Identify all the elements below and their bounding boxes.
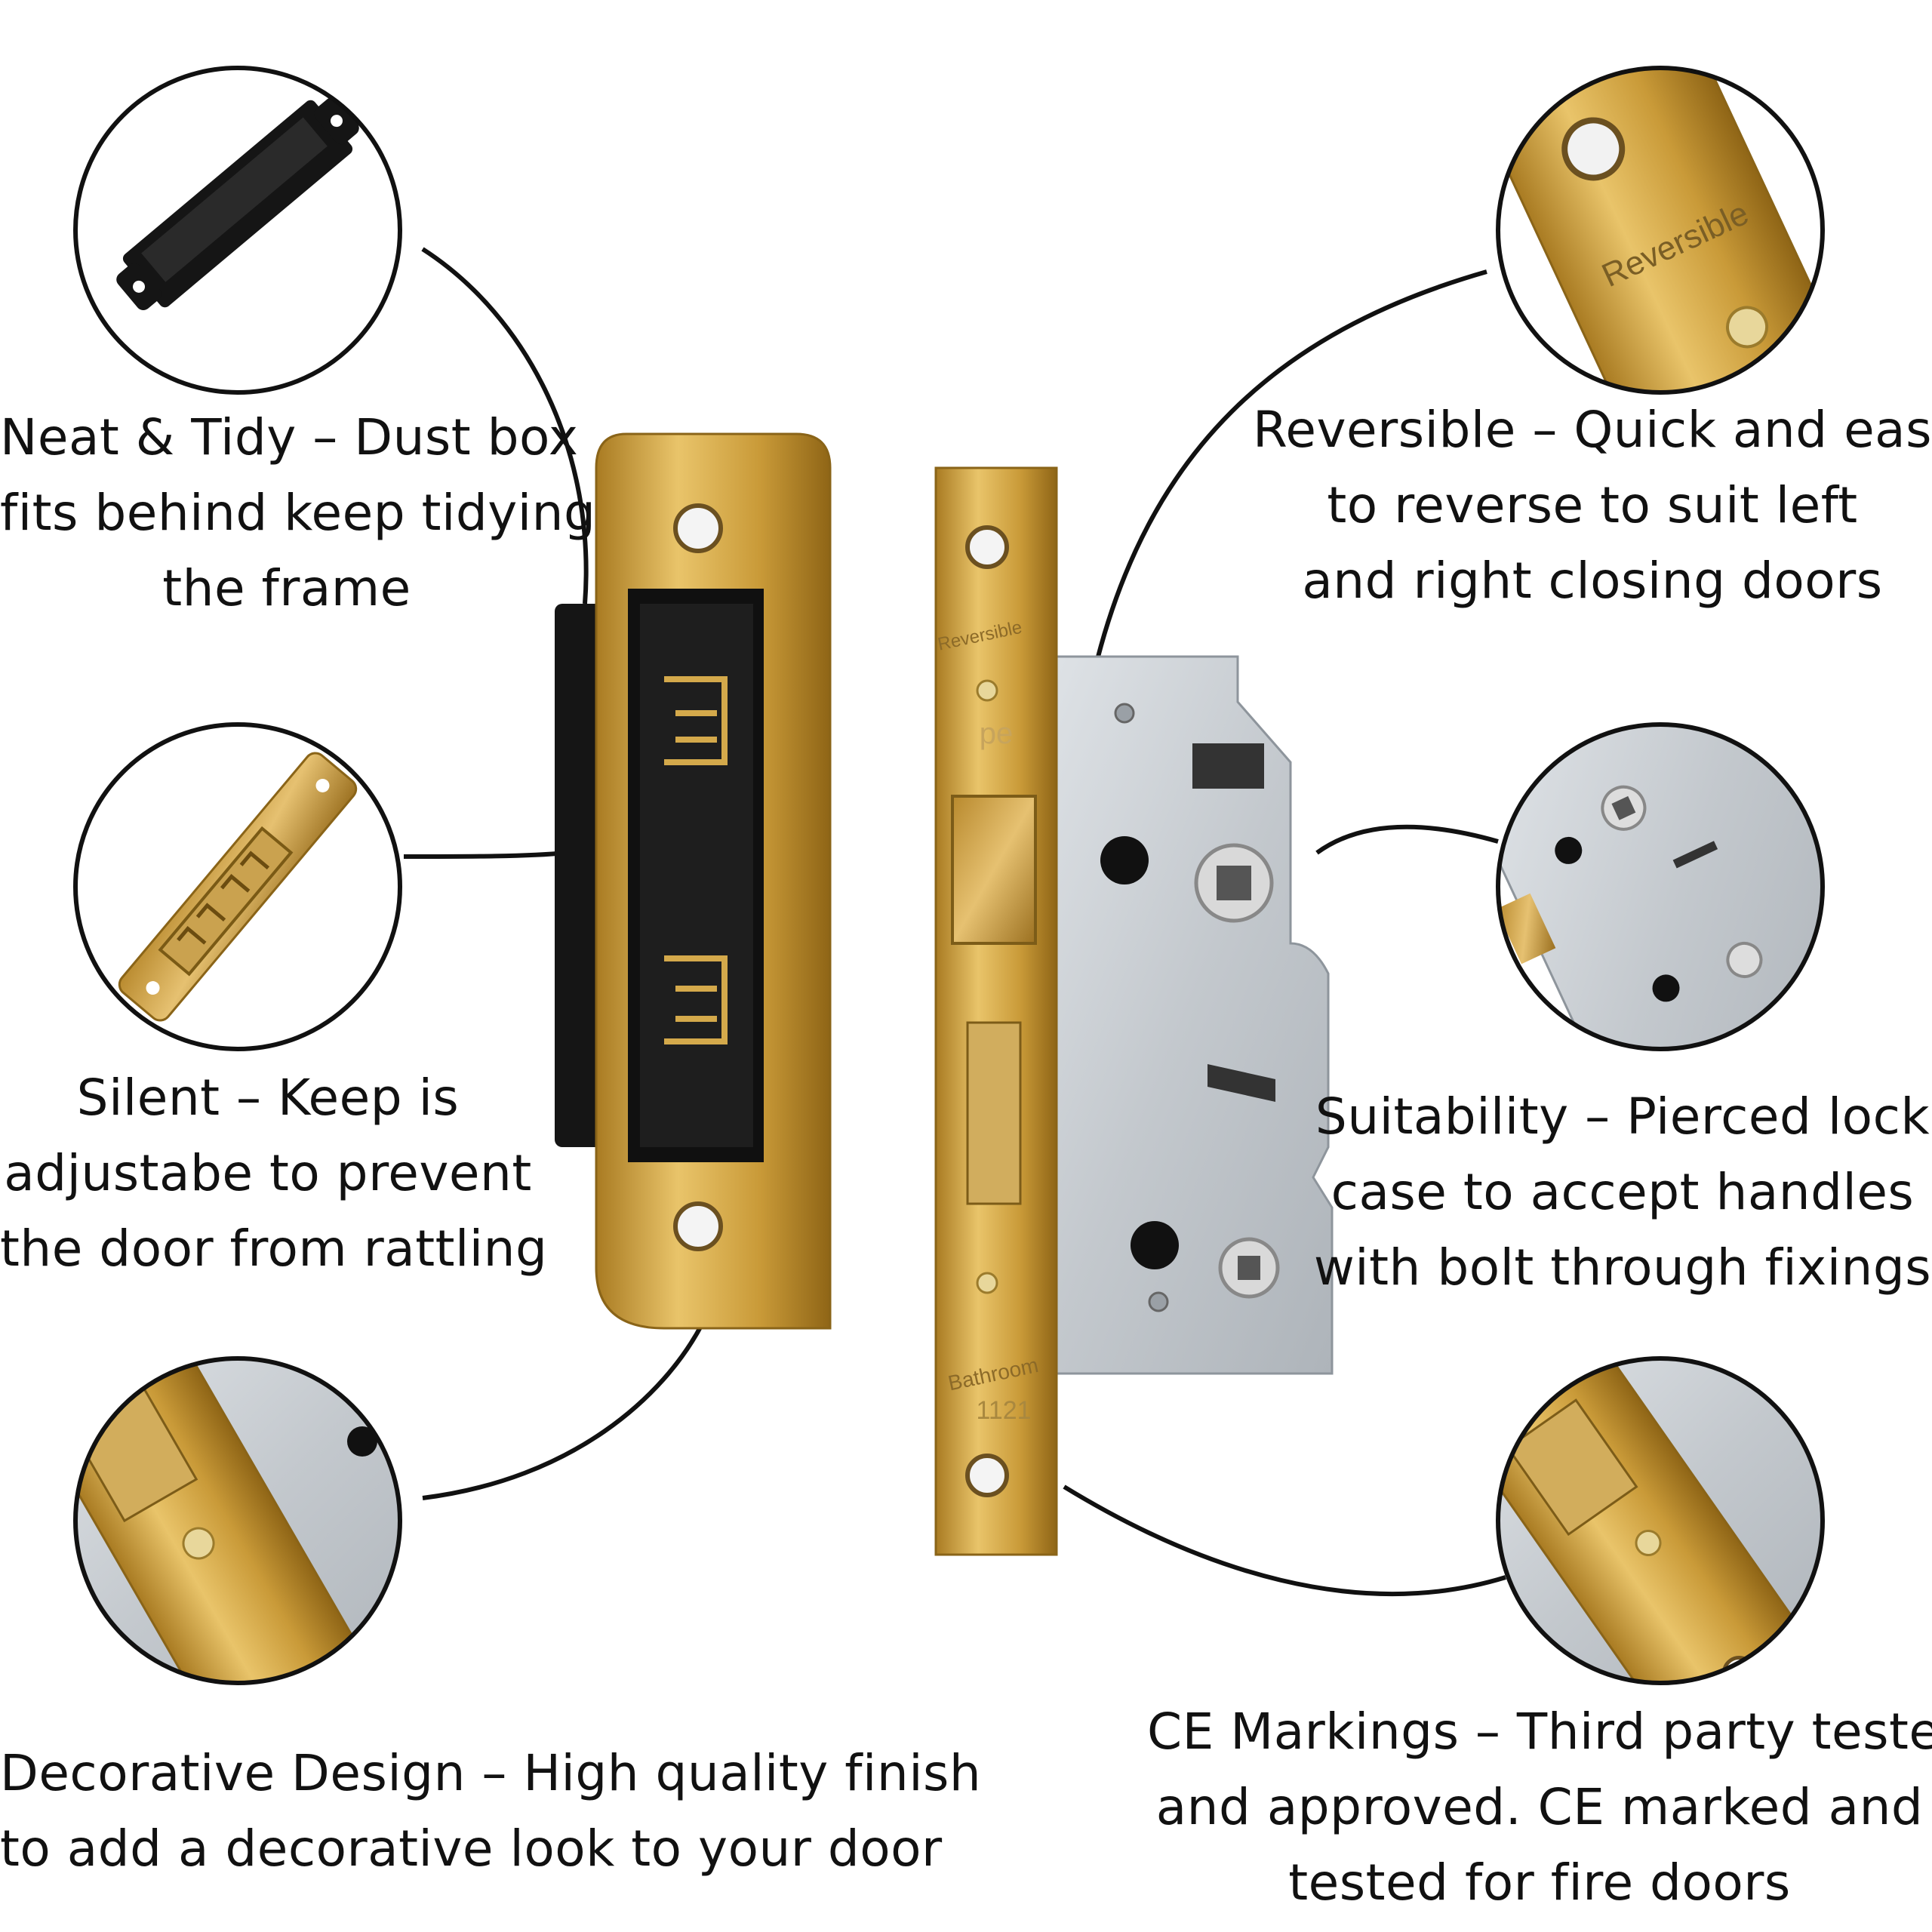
case-slot [1192, 743, 1264, 789]
connector-silent [403, 851, 567, 859]
screw-hole-bottom [673, 1201, 723, 1251]
caption-ce-markings: CE Markings – Third party tested and app… [1147, 1694, 1932, 1921]
handle-fixing-hole-top [1100, 836, 1149, 884]
connector-reversible [1092, 269, 1487, 672]
caption-reversible-line-1: Reversible – Quick and easy [1253, 401, 1932, 459]
caption-neat-tidy-line-3: the frame [162, 559, 411, 617]
caption-silent-line-3: the door from rattling [0, 1220, 548, 1278]
forend-hole-bottom [965, 1454, 1009, 1497]
forend [934, 466, 1058, 1556]
connector-lines [403, 247, 1506, 1596]
caption-neat-tidy-line-1: Neat & Tidy – Dust box [0, 408, 579, 466]
strike-plate-keep [555, 432, 832, 1330]
case-screw-bottom [1148, 1291, 1169, 1312]
connector-decorative [422, 1323, 704, 1500]
caption-neat-tidy: Neat & Tidy – Dust box fits behind keep … [0, 400, 596, 626]
caption-ce-line-1: CE Markings – Third party tested [1147, 1703, 1932, 1761]
case-screw-top [1114, 703, 1135, 724]
forend-hole-top [965, 525, 1009, 569]
caption-reversible-line-3: and right closing doors [1302, 552, 1883, 610]
caption-silent-line-2: adjustabe to prevent [4, 1144, 532, 1202]
caption-reversible: Reversible – Quick and easy to reverse t… [1253, 392, 1932, 619]
caption-silent-line-1: Silent – Keep is [76, 1069, 460, 1127]
forend-pin-top [976, 679, 998, 702]
connector-ce [1063, 1484, 1506, 1596]
caption-suitability-line-3: with bolt through fixings [1313, 1238, 1932, 1297]
adjuster-tabs [664, 676, 728, 1044]
caption-reversible-line-2: to reverse to suit left [1327, 476, 1858, 534]
deadbolt [966, 1021, 1022, 1205]
caption-ce-line-2: and approved. CE marked and [1155, 1778, 1924, 1836]
handle-fixing-hole-bottom [1131, 1221, 1179, 1269]
forend-text-standard: 1121 [976, 1396, 1031, 1425]
latch-bolt [951, 795, 1037, 945]
caption-neat-tidy-line-2: fits behind keep tidying [0, 484, 596, 542]
caption-suitability-line-1: Suitability – Pierced lock [1315, 1088, 1930, 1146]
screw-hole-top [673, 503, 723, 553]
caption-suitability-line-2: case to accept handles [1331, 1163, 1915, 1221]
lock-case [1040, 655, 1334, 1375]
connector-neat-tidy [421, 247, 589, 605]
turn-square [1238, 1256, 1260, 1280]
sash-lock: Reversible pe Bathroom 1121 [934, 466, 1334, 1556]
caption-ce-line-3: tested for fire doors [1288, 1854, 1791, 1912]
caption-silent: Silent – Keep is adjustabe to prevent th… [0, 1060, 548, 1287]
detail-circle-ce [1496, 1356, 1825, 1685]
detail-circle-dust-box [73, 66, 402, 395]
caption-decorative-line-1: Decorative Design – High quality finish [0, 1744, 982, 1802]
case-slot-lower [1208, 1064, 1275, 1102]
detail-circle-reversible: Reversible [1496, 66, 1825, 395]
caption-decorative-line-2: to add a decorative look to your door [0, 1820, 943, 1878]
forend-pin-bottom [976, 1272, 998, 1294]
forend-text-brand: pe [980, 717, 1014, 750]
follower-square [1217, 866, 1251, 900]
detail-circle-decorative [73, 1356, 402, 1685]
dust-box-inner [640, 604, 753, 1147]
connector-suitability [1315, 824, 1499, 855]
detail-circle-suitability [1496, 722, 1825, 1051]
detail-circle-keep [73, 722, 402, 1051]
caption-suitability: Suitability – Pierced lock case to accep… [1313, 1079, 1932, 1306]
caption-decorative: Decorative Design – High quality finish … [0, 1736, 982, 1887]
lock-case-closeup [1498, 724, 1823, 1049]
